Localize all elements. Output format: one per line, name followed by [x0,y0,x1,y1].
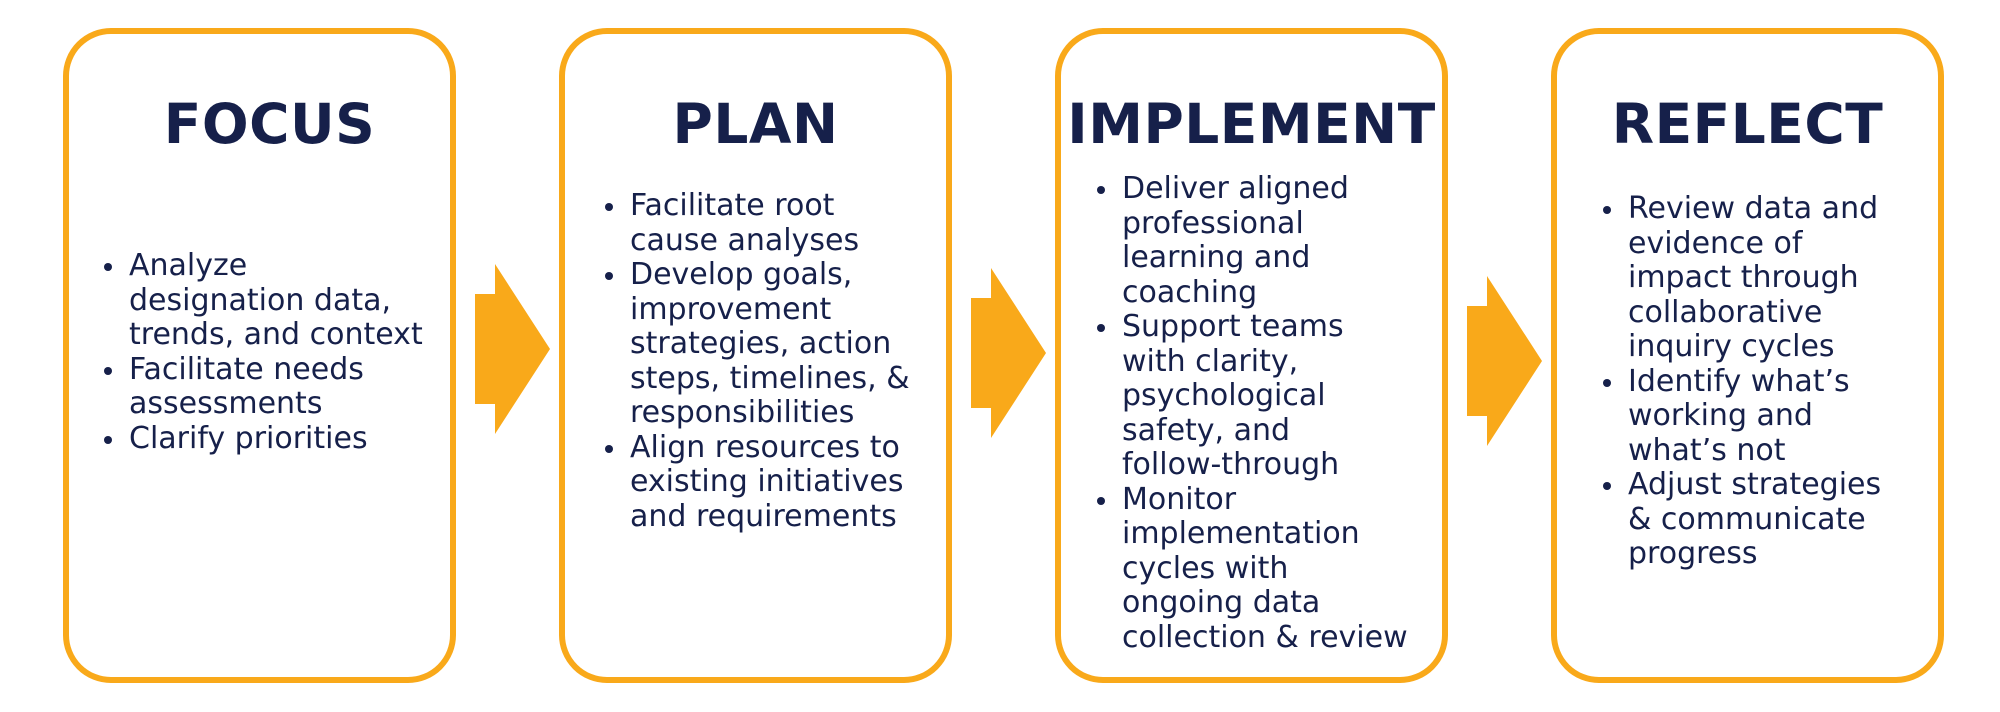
list-item: Support teams with clarity, psychologica… [1097,309,1448,483]
list-item: Analyze designation data, trends, and co… [104,248,459,353]
stage-list-plan: Facilitate root cause analyses Develop g… [605,188,955,535]
stage-card-plan: PLAN Facilitate root cause analyses Deve… [559,28,952,683]
stage-list-reflect: Review data and evidence of impact throu… [1603,191,1944,572]
stage-title-plan: PLAN [672,92,839,156]
stage-card-reflect: REFLECT Review data and evidence of impa… [1551,28,1944,683]
list-item: Facilitate root cause analyses [605,188,955,258]
list-item: Adjust strategies & communicate progress [1603,467,1944,572]
list-item: Align resources to existing initiatives … [605,430,955,535]
right-arrow-icon [971,268,1046,438]
list-item: Review data and evidence of impact throu… [1603,191,1944,365]
stage-title-focus: FOCUS [163,92,376,156]
right-arrow-icon [475,264,550,434]
list-item: Develop goals, improvement strategies, a… [605,257,955,431]
list-item: Monitor implementation cycles with ongoi… [1097,482,1448,656]
stage-card-implement: IMPLEMENT Deliver aligned professional l… [1055,28,1448,683]
list-item: Identify what’s working and what’s not [1603,364,1944,469]
right-arrow-icon [1467,276,1542,446]
stage-list-implement: Deliver aligned professional learning an… [1097,171,1448,656]
stage-list-focus: Analyze designation data, trends, and co… [104,248,459,457]
stage-title-implement: IMPLEMENT [1067,92,1436,156]
list-item: Facilitate needs assessments [104,352,459,422]
stage-title-reflect: REFLECT [1611,92,1884,156]
list-item: Deliver aligned professional learning an… [1097,171,1448,310]
stage-card-focus: FOCUS Analyze designation data, trends, … [63,28,456,683]
list-item: Clarify priorities [104,421,459,457]
